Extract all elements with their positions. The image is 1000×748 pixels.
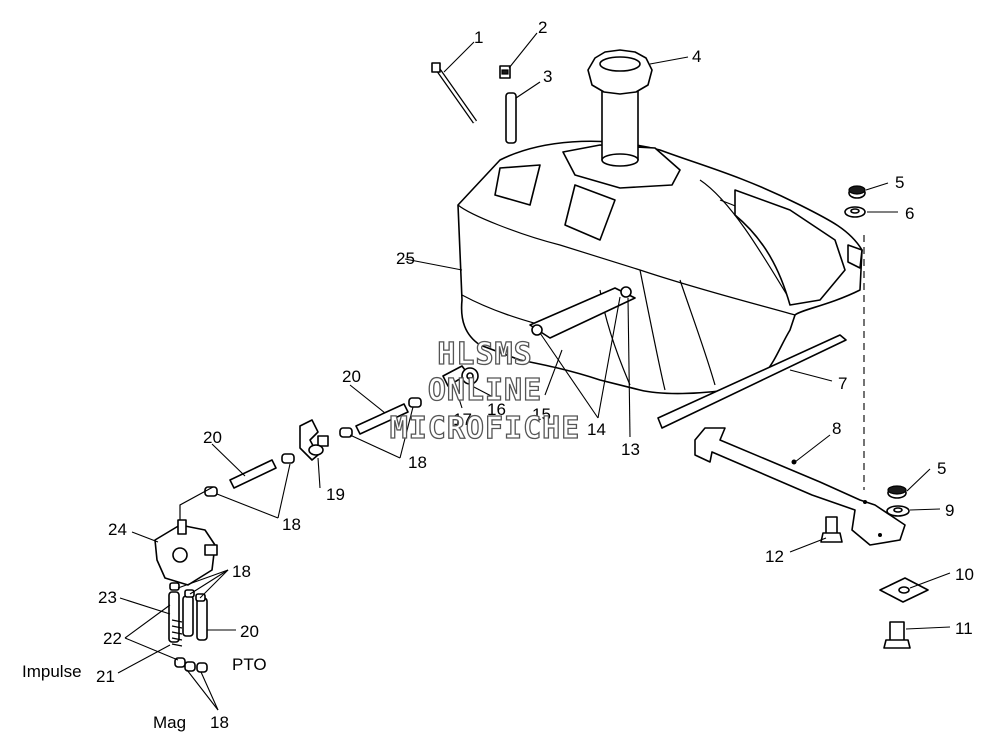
callout-7: 7 xyxy=(838,374,847,393)
callout-18-mag: 18 xyxy=(210,713,229,732)
label-mag: Mag xyxy=(153,713,186,732)
bolts-and-plate xyxy=(820,516,929,649)
watermark-line-2: ONLINE xyxy=(428,373,542,408)
callout-20-upper: 20 xyxy=(342,367,361,386)
watermark-line-3: MICROFICHE xyxy=(390,411,581,446)
callout-14: 14 xyxy=(587,420,606,439)
callout-5-top: 5 xyxy=(895,173,904,192)
tank-pad-strip xyxy=(657,334,847,429)
fuel-tank xyxy=(457,140,863,395)
leader-lines xyxy=(117,32,951,711)
callout-25: 25 xyxy=(396,249,415,268)
callout-10: 10 xyxy=(955,565,974,584)
callout-12: 12 xyxy=(765,547,784,566)
callout-23: 23 xyxy=(98,588,117,607)
callout-21: 21 xyxy=(96,667,115,686)
label-pto: PTO xyxy=(232,655,267,674)
callout-20-middle: 20 xyxy=(203,428,222,447)
label-impulse: Impulse xyxy=(22,662,82,681)
tank-bracket xyxy=(694,427,906,546)
callout-3: 3 xyxy=(543,67,552,86)
callout-6: 6 xyxy=(905,204,914,223)
callout-16: 16 xyxy=(487,400,506,419)
callout-19: 19 xyxy=(326,485,345,504)
callout-15: 15 xyxy=(532,405,551,424)
callout-2: 2 xyxy=(538,18,547,37)
callout-13: 13 xyxy=(621,440,640,459)
callout-numbers: 1 2 3 4 5 6 7 8 5 9 10 11 12 13 14 15 16… xyxy=(96,18,974,732)
callout-4: 4 xyxy=(692,47,701,66)
watermark: HLSMS ONLINE MICROFICHE xyxy=(389,336,581,446)
line-labels: Impulse PTO Mag xyxy=(22,655,267,732)
watermark-line-1: HLSMS xyxy=(437,337,532,372)
callout-9: 9 xyxy=(945,501,954,520)
callout-22: 22 xyxy=(103,629,122,648)
callout-18-upper: 18 xyxy=(408,453,427,472)
callout-24: 24 xyxy=(108,520,127,539)
callout-8: 8 xyxy=(832,419,841,438)
vent-parts xyxy=(431,62,517,144)
callout-5-bottom: 5 xyxy=(937,459,946,478)
callout-17: 17 xyxy=(453,410,472,429)
callout-11: 11 xyxy=(955,619,973,638)
fuel-pump-assembly xyxy=(154,486,218,673)
callout-18-pump: 18 xyxy=(232,562,251,581)
callout-18-middle: 18 xyxy=(282,515,301,534)
callout-20-pto: 20 xyxy=(240,622,259,641)
callout-1: 1 xyxy=(474,28,483,47)
hardware-nuts-washers xyxy=(844,185,910,517)
fuel-line-parts xyxy=(204,365,479,497)
fuel-cap-assembly xyxy=(587,49,653,167)
